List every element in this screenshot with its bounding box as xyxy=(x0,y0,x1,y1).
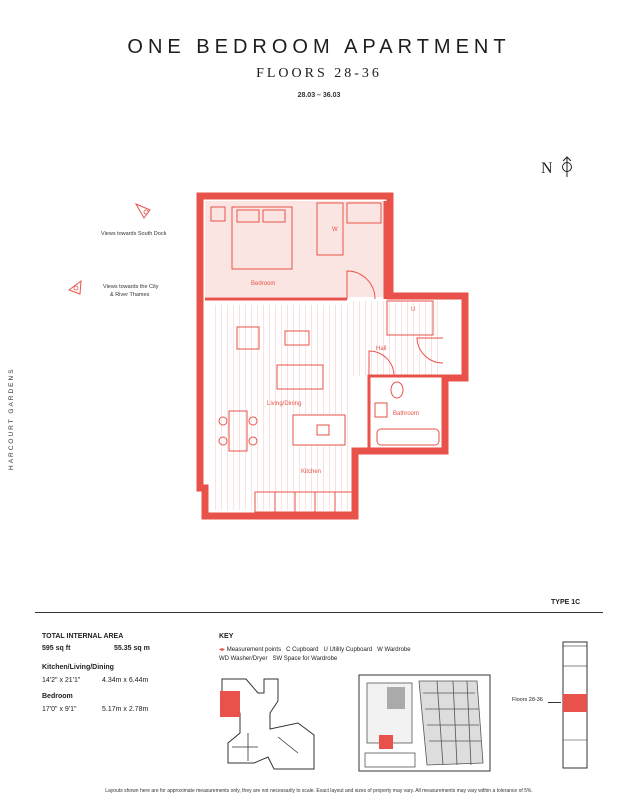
entry-door xyxy=(416,337,444,364)
view-city-line1: Views towards the City xyxy=(103,284,159,290)
north-arrow-icon xyxy=(562,156,572,177)
bedroom-door xyxy=(346,270,376,300)
coffee-table xyxy=(284,330,310,346)
dining-table xyxy=(228,410,248,452)
view-cone-icon xyxy=(134,202,151,219)
key-line2: WD Washer/Dryer SW Space for Wardrobe xyxy=(219,656,337,662)
view-cone-icon xyxy=(67,279,82,295)
sofa xyxy=(276,364,324,390)
divider xyxy=(35,612,603,613)
floor-plan: W U Bedroom Hall Living/Dining Bathroom … xyxy=(196,192,469,520)
floors-highlight xyxy=(563,694,587,712)
living-floor xyxy=(210,305,350,510)
bathroom-door xyxy=(368,350,395,377)
key-item: Measurement points xyxy=(226,647,282,653)
page-title: ONE BEDROOM APARTMENT xyxy=(127,36,511,58)
floor-range: 28.03 – 36.03 xyxy=(297,92,341,99)
room-imperial-kitchen: 14'2" x 21'1" xyxy=(42,677,81,684)
key-item: U Utility Cupboard xyxy=(323,647,373,653)
key-heading: KEY xyxy=(219,633,234,640)
utility-cupboard xyxy=(386,300,434,336)
floors-tag: Floors 28-36 xyxy=(512,697,543,703)
room-label-living: Living/Dining xyxy=(267,401,301,407)
type-label: TYPE 1C xyxy=(551,599,581,606)
armchair xyxy=(236,326,260,350)
view-city-line2: & River Thames xyxy=(110,292,150,298)
room-metric-kitchen: 4.34m x 6.44m xyxy=(102,677,149,684)
pillow xyxy=(262,209,286,223)
building-keyplan xyxy=(220,678,315,770)
measurement-points-icon: ◂▸ xyxy=(219,647,226,653)
bed xyxy=(231,206,293,270)
outer-wall xyxy=(196,192,469,520)
basin xyxy=(374,402,388,418)
kitchen-island xyxy=(292,414,346,446)
room-name-bedroom: Bedroom xyxy=(42,693,73,700)
floor-stack xyxy=(562,641,588,769)
room-label-bathroom: Bathroom xyxy=(393,411,419,417)
area-heading: TOTAL INTERNAL AREA xyxy=(42,633,124,640)
wardrobe xyxy=(346,202,382,224)
room-name-kitchen: Kitchen/Living/Dining xyxy=(42,664,114,671)
key-item: SW Space for Wardrobe xyxy=(272,656,338,662)
north-label: N xyxy=(541,160,553,177)
bathroom-walls xyxy=(367,374,445,453)
dining-chair xyxy=(218,436,228,446)
pillow xyxy=(236,209,260,223)
sink xyxy=(316,424,330,436)
site-highlight xyxy=(379,735,393,749)
key-item: C Cupboard xyxy=(286,647,319,653)
room-label-bedroom: Bedroom xyxy=(251,281,275,287)
dining-chair xyxy=(218,416,228,426)
unit-highlight xyxy=(220,691,240,717)
key-item: WD Washer/Dryer xyxy=(219,656,268,662)
toilet xyxy=(390,381,404,399)
key-item: W Wardrobe xyxy=(377,647,411,653)
floors-leader-line xyxy=(548,702,561,703)
room-label-hall: Hall xyxy=(376,346,386,352)
street-label: HARCOURT GARDENS xyxy=(8,367,15,470)
nightstand xyxy=(210,206,226,222)
room-label-kitchen: Kitchen xyxy=(301,469,321,475)
room-imperial-bedroom: 17'0" x 9'1" xyxy=(42,706,77,713)
kitchen-units xyxy=(254,491,356,513)
key-line1: ◂▸ Measurement points C Cupboard U Utili… xyxy=(219,646,411,653)
view-south-dock: Views towards South Dock xyxy=(101,231,167,237)
area-sqft: 595 sq ft xyxy=(42,645,71,652)
room-metric-bedroom: 5.17m x 2.78m xyxy=(102,706,149,713)
bathtub xyxy=(376,428,440,446)
wardrobe-tag: W xyxy=(332,227,338,233)
wardrobe xyxy=(316,202,344,256)
area-sqm: 55.35 sq m xyxy=(114,645,150,652)
disclaimer: Layouts shown here are for approximate m… xyxy=(105,788,533,794)
dining-chair xyxy=(248,416,258,426)
page-subtitle: FLOORS 28-36 xyxy=(256,66,382,81)
utility-tag: U xyxy=(411,307,415,313)
site-plan xyxy=(358,674,491,772)
dining-chair xyxy=(248,436,258,446)
